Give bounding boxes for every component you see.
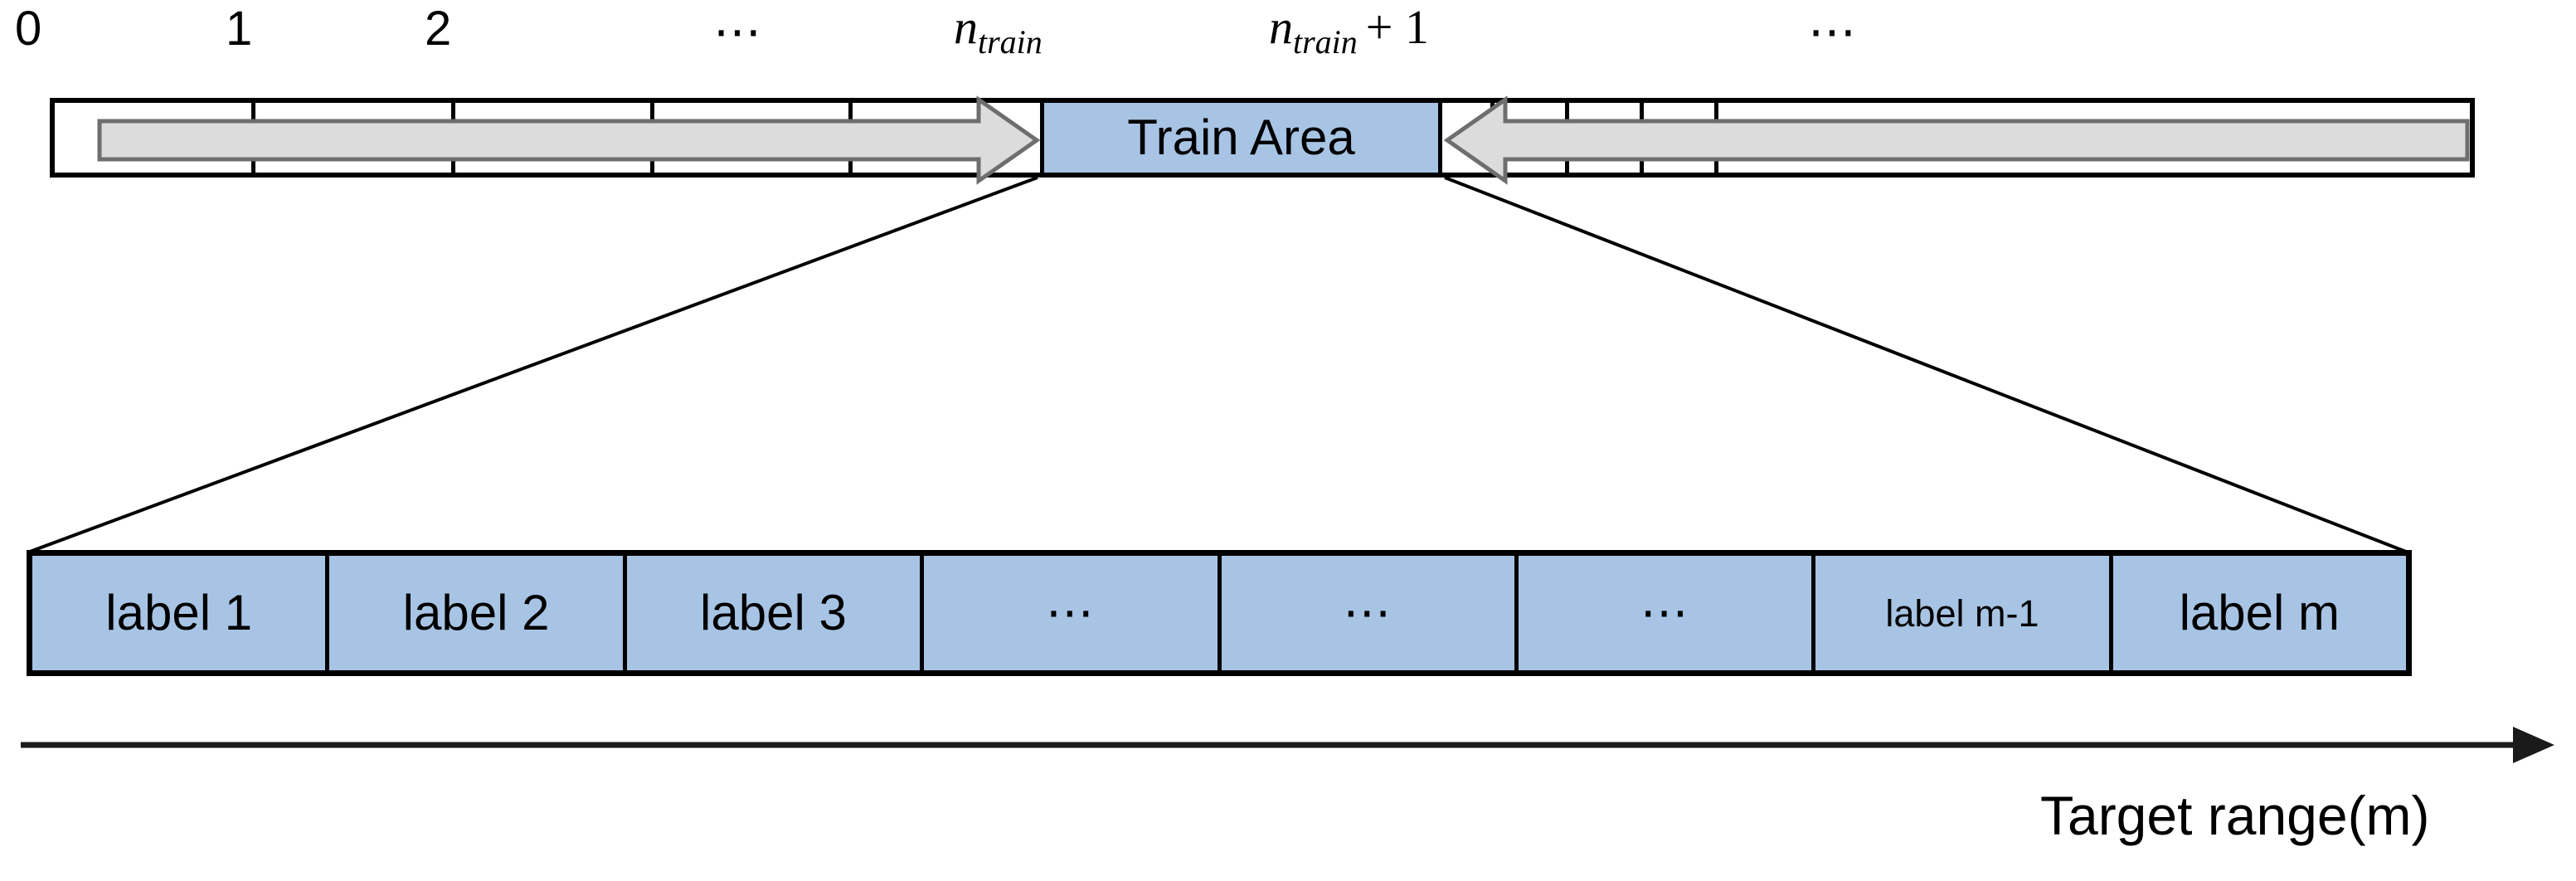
tick-label-n-train: ntrain bbox=[954, 3, 1043, 66]
train-area-label: Train Area bbox=[1127, 110, 1355, 165]
train-area-cell[interactable]: Train Area bbox=[1040, 103, 1442, 173]
label-cell-text: label 1 bbox=[105, 585, 253, 640]
label-cell[interactable]: ⋯ bbox=[1519, 556, 1816, 670]
n-train-plus1-base: n bbox=[1269, 0, 1293, 54]
n-train-plus1-subscript: train bbox=[1293, 23, 1358, 61]
label-cell-text: label m-1 bbox=[1885, 591, 2039, 635]
n-train-subscript: train bbox=[978, 23, 1043, 61]
tick-label-0: 0 bbox=[15, 2, 42, 56]
bar-divider bbox=[848, 103, 853, 173]
label-cell-text: ⋯ bbox=[1640, 586, 1690, 640]
label-cell[interactable]: ⋯ bbox=[1222, 556, 1519, 670]
callout-connector-lines bbox=[29, 176, 2407, 553]
label-cell-text: label 2 bbox=[402, 585, 550, 640]
tick-label-ellipsis-right: ⋯ bbox=[1808, 5, 1858, 59]
label-cell[interactable]: label 1 bbox=[32, 556, 330, 670]
label-cell-text: label m bbox=[2179, 585, 2340, 640]
label-cell[interactable]: ⋯ bbox=[924, 556, 1222, 670]
tick-label-1: 1 bbox=[226, 2, 253, 56]
n-train-plus1-operator: + 1 bbox=[1365, 0, 1430, 54]
label-cell-text: ⋯ bbox=[1343, 586, 1393, 640]
label-cell[interactable]: label 2 bbox=[329, 556, 627, 670]
target-range-axis-label: Target range(m) bbox=[2040, 785, 2430, 846]
label-cell[interactable]: label 3 bbox=[627, 556, 925, 670]
bar-divider bbox=[1714, 103, 1718, 173]
label-cell[interactable]: label m-1 bbox=[1815, 556, 2113, 670]
range-bin-bar: Train Area bbox=[50, 98, 2475, 178]
tick-label-ellipsis-left: ⋯ bbox=[713, 5, 763, 59]
label-bin-row: label 1 label 2 label 3 ⋯ ⋯ ⋯ label m-1 … bbox=[27, 550, 2412, 676]
bar-divider bbox=[1490, 103, 1495, 173]
label-cell-text: ⋯ bbox=[1045, 586, 1096, 640]
target-range-axis-arrow-icon bbox=[21, 727, 2554, 763]
n-train-base: n bbox=[954, 0, 978, 54]
label-cell-text: label 3 bbox=[700, 585, 847, 640]
tick-label-n-train-plus-1: ntrain+ 1 bbox=[1269, 3, 1429, 66]
bar-divider bbox=[451, 103, 455, 173]
bar-divider bbox=[251, 103, 255, 173]
bar-divider bbox=[1565, 103, 1569, 173]
bar-divider bbox=[650, 103, 654, 173]
label-cell[interactable]: label m bbox=[2113, 556, 2406, 670]
bar-divider bbox=[1640, 103, 1644, 173]
tick-label-2: 2 bbox=[425, 2, 452, 56]
